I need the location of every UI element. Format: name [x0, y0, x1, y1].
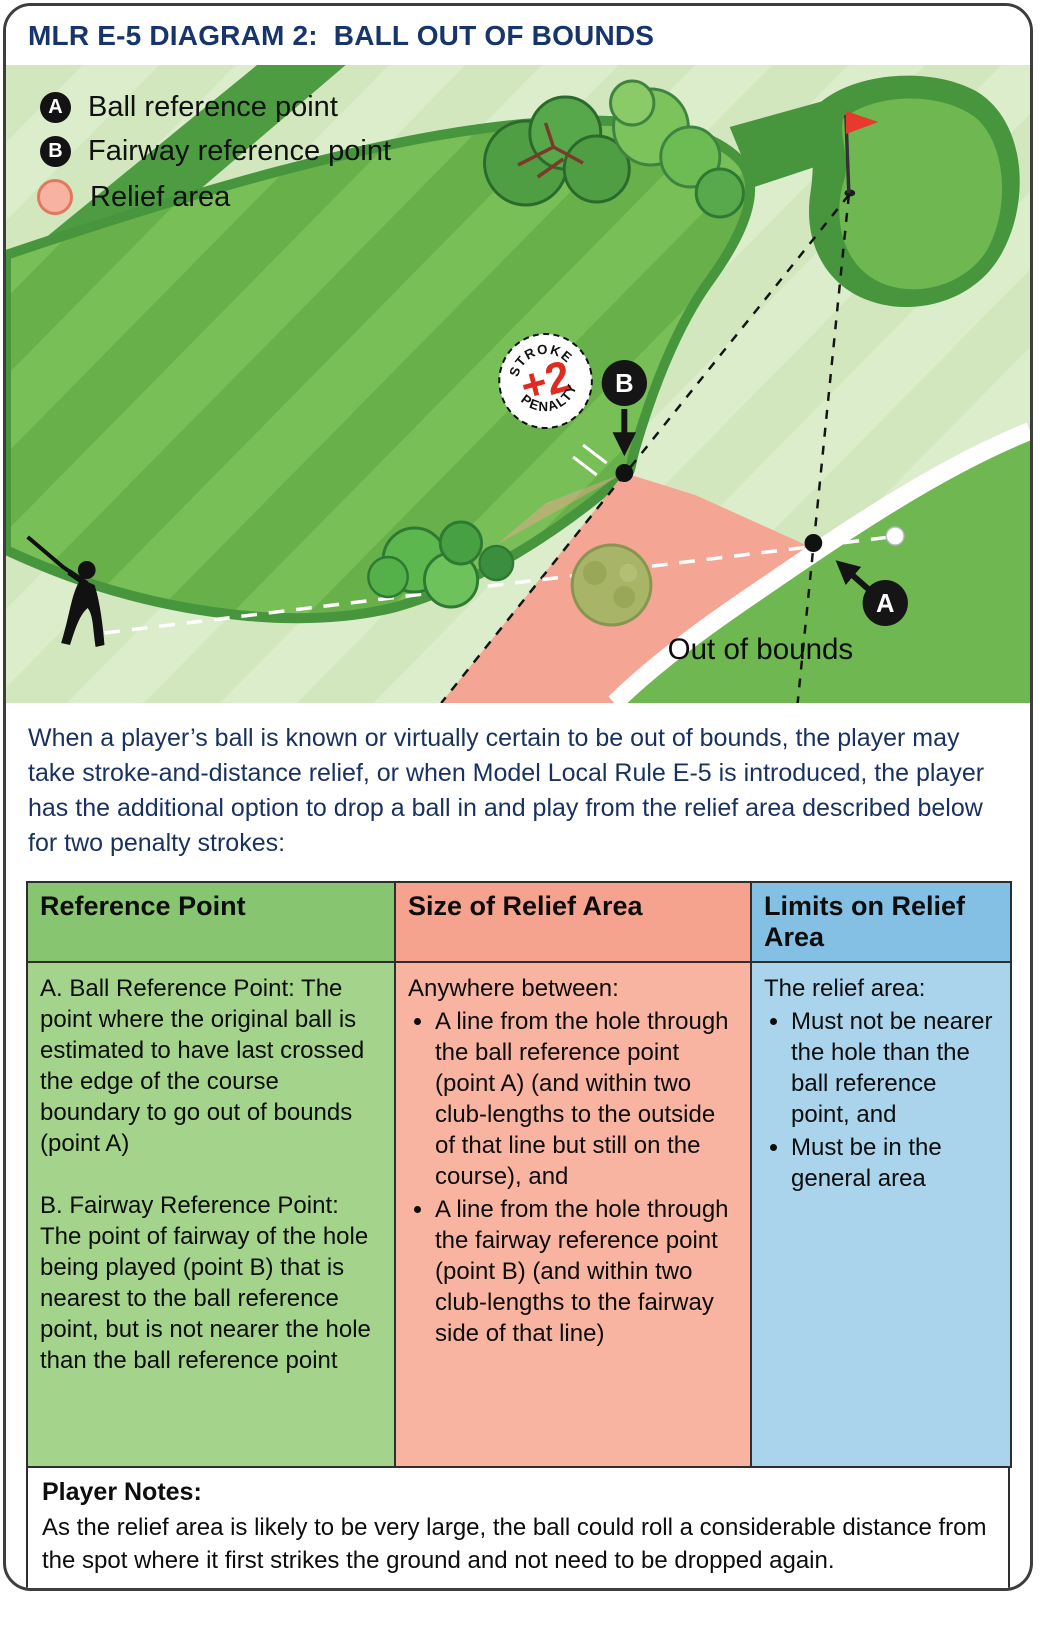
flag-icon: [845, 111, 879, 134]
golfer-icon: [26, 535, 105, 647]
point-b-marker-icon: B: [40, 136, 71, 167]
point-b-label: [601, 360, 647, 406]
point-a-marker-icon: A: [40, 92, 71, 123]
club-length-tick-2: [572, 455, 598, 477]
point-a-letter: A: [876, 590, 894, 618]
size-bullet-list: A line from the hole through the ball re…: [408, 1006, 738, 1349]
point-a-arrow: [835, 560, 873, 594]
size-of-relief-area-cell: Anywhere between: A line from the hole t…: [394, 961, 752, 1468]
size-bullet-2: A line from the hole through the fairway…: [435, 1194, 738, 1349]
limits-bullet-1: Must not be nearer the hole than the bal…: [791, 1006, 998, 1130]
club-length-tick-1: [582, 443, 608, 465]
relief-rules-table: Reference Point Size of Relief Area Limi…: [26, 881, 1012, 1468]
player-notes-title: Player Notes:: [42, 1478, 202, 1506]
ball-reference-point-text: A. Ball Reference Point: The point where…: [40, 975, 365, 1157]
hole-line-through-a: [796, 194, 851, 703]
out-of-bounds-label: Out of bounds: [668, 633, 854, 666]
fairway-reference-point-text: B. Fairway Reference Point: The point of…: [40, 1192, 371, 1374]
course-illustration: B A STROKE +2 PENALTY Out of bounds: [6, 65, 1030, 703]
course-diagram: B A STROKE +2 PENALTY Out of bounds A: [6, 65, 1030, 703]
limits-bullet-2: Must be in the general area: [791, 1132, 998, 1194]
page-title: MLR E-5 DIAGRAM 2: BALL OUT OF BOUNDS: [28, 19, 655, 51]
size-bullet-1: A line from the hole through the ball re…: [435, 1006, 738, 1192]
dark-connector: [729, 101, 845, 187]
ball-flight-line: [104, 535, 891, 635]
legend-label-relief-area: Relief area: [90, 180, 231, 213]
column-header-limits-on-relief-area: Limits on Relief Area: [750, 881, 1012, 963]
golf-ball: [885, 526, 905, 546]
reference-point-cell: A. Ball Reference Point: The point where…: [26, 961, 396, 1468]
column-header-reference-point: Reference Point: [26, 881, 396, 963]
limits-on-relief-area-cell: The relief area: Must not be nearer the …: [750, 961, 1012, 1468]
point-a-label: [862, 580, 908, 626]
olive-bush: [570, 543, 653, 627]
boundary-path: [608, 422, 1030, 703]
table-header-row: Reference Point Size of Relief Area Limi…: [26, 881, 1012, 963]
player-notes-body: As the relief area is likely to be very …: [42, 1514, 987, 1574]
hole-line-through-b: [440, 194, 850, 703]
point-b-letter: B: [615, 370, 633, 398]
point-a-dot: [804, 534, 823, 552]
out-of-bounds-area: [621, 437, 1030, 703]
point-b-dot: [615, 464, 634, 482]
putting-green: [839, 98, 1003, 290]
limits-bullet-list: Must not be nearer the hole than the bal…: [764, 1006, 998, 1194]
tree-cluster-top: [483, 79, 745, 219]
limits-intro-text: The relief area:: [764, 975, 926, 1002]
column-header-size-of-relief-area: Size of Relief Area: [394, 881, 752, 963]
intro-paragraph: When a player’s ball is known or virtual…: [28, 724, 985, 857]
rules-card: MLR E-5 DIAGRAM 2: BALL OUT OF BOUNDS: [3, 3, 1033, 1591]
tree-cluster-middle: [367, 520, 515, 609]
legend-item-fairway-reference: B Fairway reference point: [40, 135, 391, 168]
size-intro-text: Anywhere between:: [408, 975, 619, 1002]
player-notes: Player Notes: As the relief area is like…: [26, 1466, 1010, 1588]
legend: A Ball reference point B Fairway referen…: [37, 91, 391, 226]
fairway: [6, 115, 756, 624]
relief-area-icon: [37, 179, 73, 215]
legend-item-relief-area: Relief area: [37, 179, 391, 215]
relief-area-overlap: [496, 473, 625, 545]
legend-label-ball-reference: Ball reference point: [88, 91, 338, 123]
table-body-row: A. Ball Reference Point: The point where…: [26, 961, 1012, 1468]
card-header: MLR E-5 DIAGRAM 2: BALL OUT OF BOUNDS: [6, 6, 1030, 65]
legend-label-fairway-reference: Fairway reference point: [88, 135, 392, 167]
legend-item-ball-reference: A Ball reference point: [40, 91, 391, 124]
